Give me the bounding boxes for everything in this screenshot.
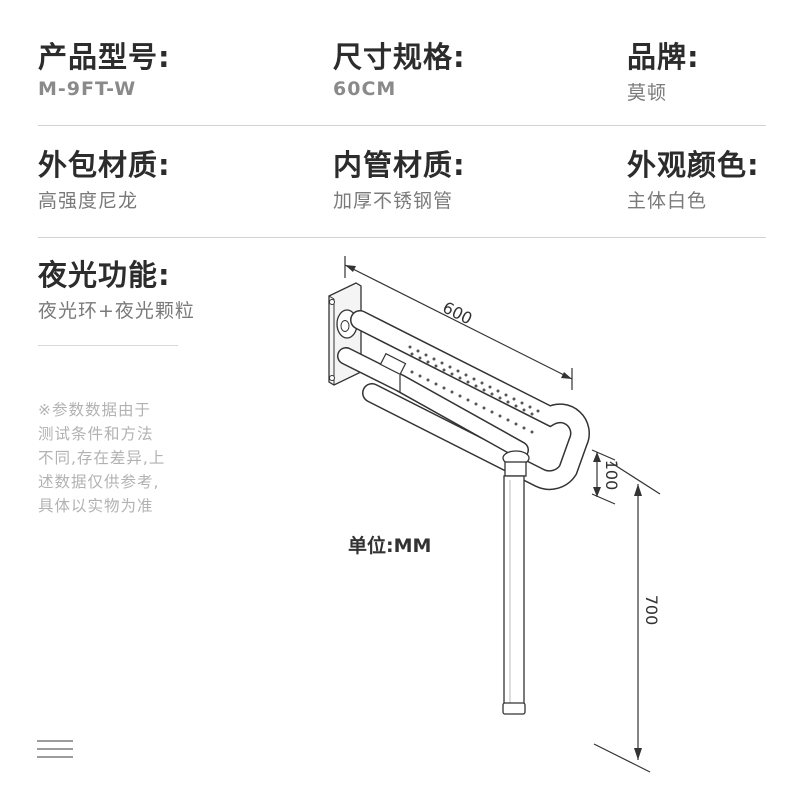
upper-rail (350, 310, 590, 491)
spec-brand-value: 莫顿 (627, 82, 668, 104)
lower-rail (337, 347, 534, 459)
spec-outer-material-value: 高强度尼龙 (38, 190, 139, 212)
divider-short (38, 345, 178, 346)
spec-inner-material-label: 内管材质: (333, 148, 466, 182)
dimension-100: 100 (591, 449, 621, 505)
spec-color-value: 主体白色 (627, 190, 708, 212)
spec-brand: 品牌: 莫顿 (627, 40, 700, 105)
spec-color: 外观颜色: 主体白色 (627, 148, 760, 213)
grip-texture (408, 345, 540, 416)
unit-label: 单位:MM (348, 535, 432, 557)
spec-outer-material-label: 外包材质: (38, 148, 171, 182)
disclaimer-line: 述数据仅供参考, (38, 473, 160, 491)
divider-2 (38, 237, 766, 238)
disclaimer-line: 不同,存在差异,上 (38, 449, 166, 467)
spec-glow-label: 夜光功能: (38, 258, 171, 292)
spec-size-label: 尺寸规格: (333, 40, 466, 74)
dimension-600: 600 (344, 256, 573, 390)
spec-glow: 夜光功能: 夜光环+夜光颗粒 (38, 258, 195, 323)
divider-1 (38, 125, 766, 126)
disclaimer-line: ※参数数据由于 (38, 401, 151, 419)
spec-model: 产品型号: M-9FT-W (38, 40, 171, 100)
dimension-700-label: 700 (642, 595, 661, 626)
support-leg (502, 450, 530, 715)
disclaimer-line: 具体以实物为准 (38, 497, 154, 515)
spec-model-value: M-9FT-W (38, 78, 137, 100)
disclaimer-line: 测试条件和方法 (38, 425, 154, 443)
spec-brand-label: 品牌: (627, 40, 700, 74)
spec-model-label: 产品型号: (38, 40, 171, 74)
spec-inner-material-value: 加厚不锈钢管 (333, 190, 454, 212)
spec-color-label: 外观颜色: (627, 148, 760, 182)
hamburger-menu-icon[interactable] (37, 740, 73, 762)
spec-size: 尺寸规格: 60CM (333, 40, 466, 100)
spec-size-value: 60CM (333, 78, 397, 100)
dimension-100-label: 100 (602, 460, 621, 491)
dimension-600-label: 600 (440, 298, 476, 329)
glow-dots-lower (410, 370, 534, 434)
disclaimer-note: ※参数数据由于 测试条件和方法 不同,存在差异,上 述数据仅供参考, 具体以实物… (38, 398, 188, 518)
spec-glow-value: 夜光环+夜光颗粒 (38, 300, 195, 322)
dimension-700: 700 (593, 461, 661, 773)
spec-inner-material: 内管材质: 加厚不锈钢管 (333, 148, 466, 213)
spec-outer-material: 外包材质: 高强度尼龙 (38, 148, 171, 213)
